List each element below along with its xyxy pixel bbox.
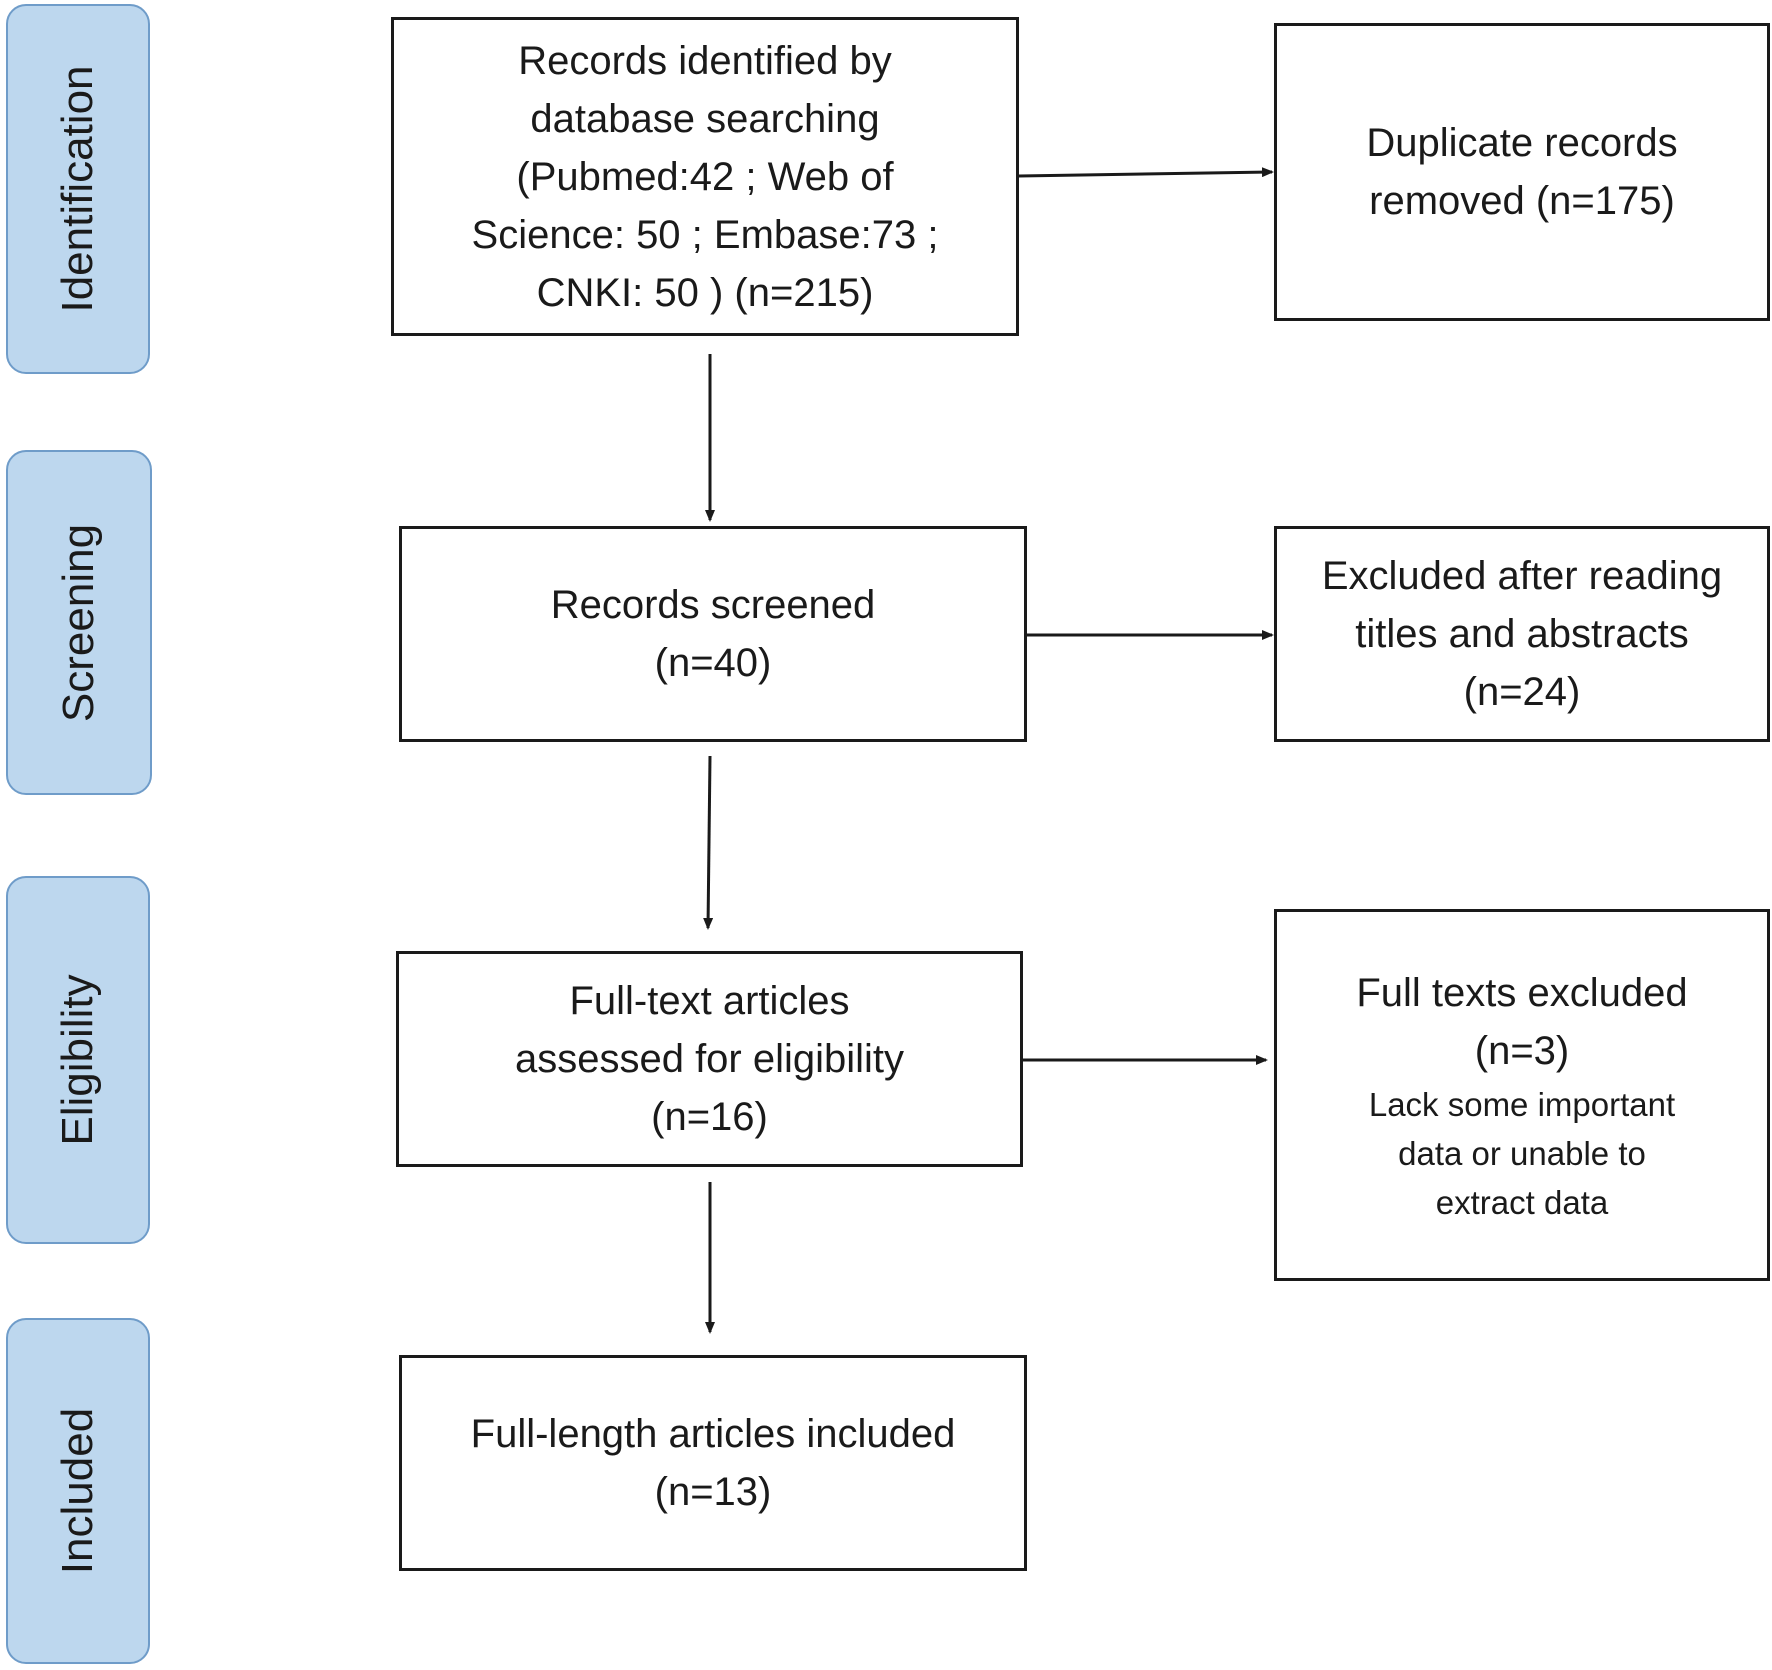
records-screened-line-1: Records screened	[550, 583, 876, 627]
duplicates-removed-line-2: removed (n=175)	[1369, 179, 1675, 223]
records-identified-line-5: CNKI: 50 ) (n=215)	[536, 270, 874, 315]
full-text-assessed-line-3: (n=16)	[651, 1095, 768, 1139]
full-text-excluded-reason-3: extract data	[1435, 1183, 1609, 1221]
included-line-2: (n=13)	[654, 1470, 772, 1514]
duplicates-removed-line-1: Duplicate records	[1366, 121, 1678, 165]
full-text-excluded-reason-2: data or unable to	[1398, 1134, 1646, 1172]
stage-included: Included	[6, 1318, 150, 1664]
included-line-1: Full-length articles included	[470, 1412, 956, 1456]
excluded-titles-line-3: (n=24)	[1463, 670, 1581, 714]
full-text-assessed-box: Full-text articles assessed for eligibil…	[396, 951, 1023, 1167]
records-identified-line-3: (Pubmed:42 ; Web of	[516, 154, 894, 199]
arrow-identified-to-duplicates	[1018, 167, 1274, 178]
excluded-titles-line-2: titles and abstracts	[1355, 612, 1689, 656]
stage-eligibility: Eligibility	[6, 876, 150, 1244]
stage-identification: Identification	[6, 4, 150, 374]
excluded-titles-box: Excluded after reading titles and abstra…	[1274, 526, 1770, 742]
excluded-titles-line-1: Excluded after reading	[1321, 554, 1723, 598]
arrow-screened-to-assessed	[703, 755, 714, 930]
full-text-excluded-line-1: Full texts excluded	[1356, 970, 1688, 1015]
records-screened-box: Records screened (n=40)	[399, 526, 1027, 742]
full-text-excluded-reason-1: Lack some important	[1368, 1085, 1676, 1123]
records-screened-line-2: (n=40)	[654, 641, 772, 685]
full-text-excluded-box: Full texts excluded (n=3) Lack some impo…	[1274, 909, 1770, 1281]
duplicates-removed-box: Duplicate records removed (n=175)	[1274, 23, 1770, 321]
records-identified-line-1: Records identified by	[518, 38, 892, 83]
full-text-assessed-line-1: Full-text articles	[569, 979, 850, 1023]
records-identified-line-4: Science: 50 ; Embase:73 ;	[471, 212, 939, 257]
full-text-excluded-line-2: (n=3)	[1474, 1028, 1570, 1073]
records-identified-line-2: database searching	[530, 96, 880, 141]
included-box: Full-length articles included (n=13)	[399, 1355, 1027, 1571]
records-identified-box: Records identified by database searching…	[391, 17, 1019, 336]
full-text-assessed-line-2: assessed for eligibility	[514, 1037, 905, 1081]
stage-screening: Screening	[6, 450, 152, 795]
